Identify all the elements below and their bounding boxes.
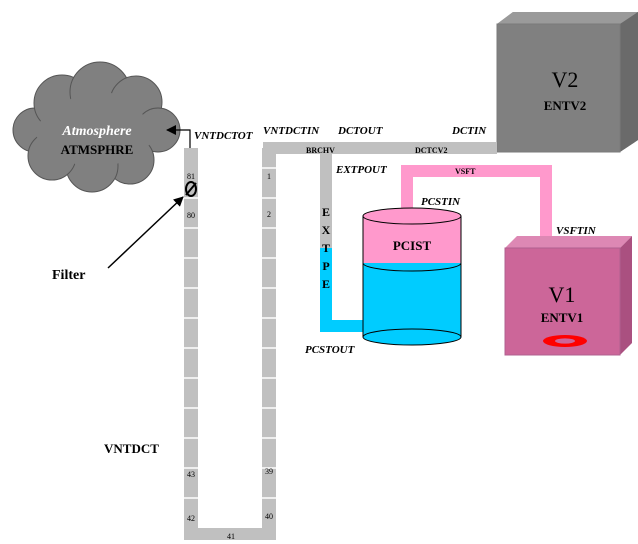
filter-symbol [185, 181, 197, 197]
filter-arrow [107, 196, 184, 269]
node-80: 80 [187, 211, 195, 220]
v2-body [497, 12, 638, 152]
vessel-v2: V2 ENTV2 [496, 12, 638, 153]
label-dctcv2: DCTCV2 [415, 146, 447, 155]
label-pcstout: PCSTOUT [305, 344, 356, 356]
v2-name: V2 [552, 67, 579, 92]
node-2: 2 [267, 210, 271, 219]
label-extpout: EXTPOUT [335, 164, 388, 176]
v1-code: ENTV1 [541, 310, 584, 325]
vsft-pipe [401, 165, 552, 177]
v2-side-face [620, 12, 638, 152]
node-40: 40 [265, 512, 273, 521]
label-vsft: VSFT [455, 167, 476, 176]
extpe-letter: X [322, 223, 331, 237]
vntdct-right-leg [262, 148, 276, 538]
label-extpe: E X T P E [322, 205, 331, 291]
v1-side-face [620, 236, 632, 355]
atmosphere-code: ATMSPHRE [61, 142, 134, 157]
atmosphere-cloud: Atmosphere ATMSPHRE [12, 61, 184, 196]
vntdctot-arrow [166, 125, 191, 148]
vntdct-left-leg [184, 148, 198, 538]
extpe-cyan-pipe [320, 248, 332, 328]
v2-top-face [497, 12, 638, 24]
extpe-grey-pipe [320, 148, 332, 248]
label-vntdct: VNTDCT [104, 441, 159, 456]
label-dctin: DCTIN [451, 125, 487, 137]
vntdct-bottom-leg [184, 528, 276, 540]
vessel-pcist: PCIST [362, 207, 462, 346]
node-39: 39 [265, 467, 273, 476]
pcist-top [362, 207, 462, 225]
node-42: 42 [187, 514, 195, 523]
vsftin-pipe [540, 165, 552, 243]
node-81: 81 [187, 172, 195, 181]
label-pcstin: PCSTIN [421, 196, 461, 208]
vessel-v1: V1 ENTV1 [504, 236, 632, 356]
label-vntdctot: VNTDCTOT [194, 130, 254, 142]
extpe-letter: E [322, 205, 330, 219]
v1-name: V1 [549, 282, 576, 307]
label-vsftin: VSFTIN [556, 225, 597, 237]
node-43: 43 [187, 470, 195, 479]
top-pipe-brchv [263, 142, 497, 154]
pcist-water [363, 263, 461, 337]
pcist-bottom [362, 328, 462, 346]
pcstin-pipe [401, 165, 413, 217]
pcstout-pipe [320, 320, 366, 332]
label-brchv: BRCHV [306, 146, 335, 155]
extpe-letter: P [322, 259, 329, 273]
filter-label: Filter [52, 268, 85, 283]
pcist-code: PCIST [393, 238, 432, 253]
label-vntdctin: VNTDCTIN [263, 125, 320, 137]
extpe-letter: T [322, 241, 330, 255]
v2-code: ENTV2 [544, 98, 587, 113]
extpe-letter: E [322, 277, 330, 291]
atmosphere-name: Atmosphere [61, 124, 131, 139]
v1-top-face [505, 236, 632, 248]
label-dctout: DCTOUT [337, 125, 384, 137]
node-41: 41 [227, 532, 235, 541]
pipe-node-dividers [184, 167, 276, 499]
v2-front-face [496, 23, 621, 153]
node-1: 1 [267, 172, 271, 181]
v1-ring-inner [555, 338, 575, 344]
